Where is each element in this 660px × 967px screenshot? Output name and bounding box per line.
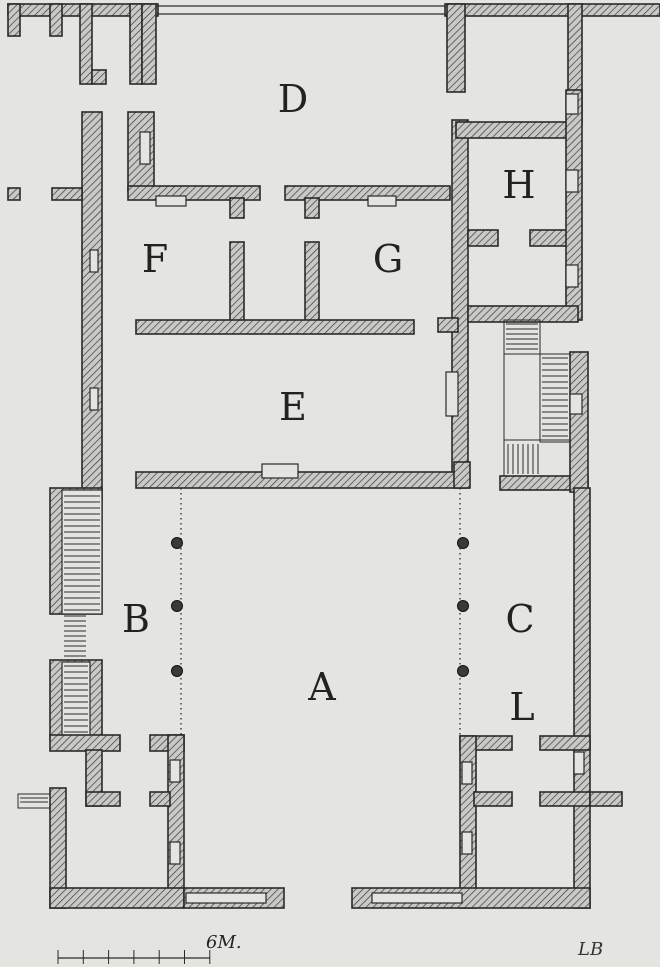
room-label-e: E — [279, 385, 307, 429]
room-label-c: C — [505, 597, 534, 641]
monogram: LB — [577, 939, 603, 960]
column — [457, 537, 469, 549]
column — [171, 600, 183, 612]
column — [457, 665, 469, 677]
scale-bar: 6M. — [57, 932, 242, 964]
walls-e-south — [135, 461, 471, 489]
walls-right-core — [437, 89, 583, 481]
scale-label: 6M. — [206, 932, 242, 953]
walls-right-lower — [351, 487, 623, 909]
walls-fg — [127, 185, 451, 335]
stair-steps-left — [20, 495, 100, 803]
walls-left-lower — [17, 487, 285, 909]
stair-right — [499, 319, 589, 493]
room-label-h: H — [502, 163, 535, 207]
stair-steps-right — [506, 323, 568, 474]
hall-a — [171, 488, 469, 735]
room-label-l: L — [509, 685, 534, 729]
room-label-b: B — [122, 597, 150, 641]
column — [171, 537, 183, 549]
room-label-a: A — [307, 665, 336, 709]
column — [457, 600, 469, 612]
walls-top — [7, 3, 660, 125]
room-labels: D F G H E B C A L — [122, 77, 536, 729]
room-label-d: D — [278, 77, 308, 121]
room-label-g: G — [373, 237, 403, 281]
scale-ticks — [57, 950, 211, 964]
room-label-f: F — [142, 237, 168, 281]
column — [171, 665, 183, 677]
walls-left — [7, 111, 155, 501]
